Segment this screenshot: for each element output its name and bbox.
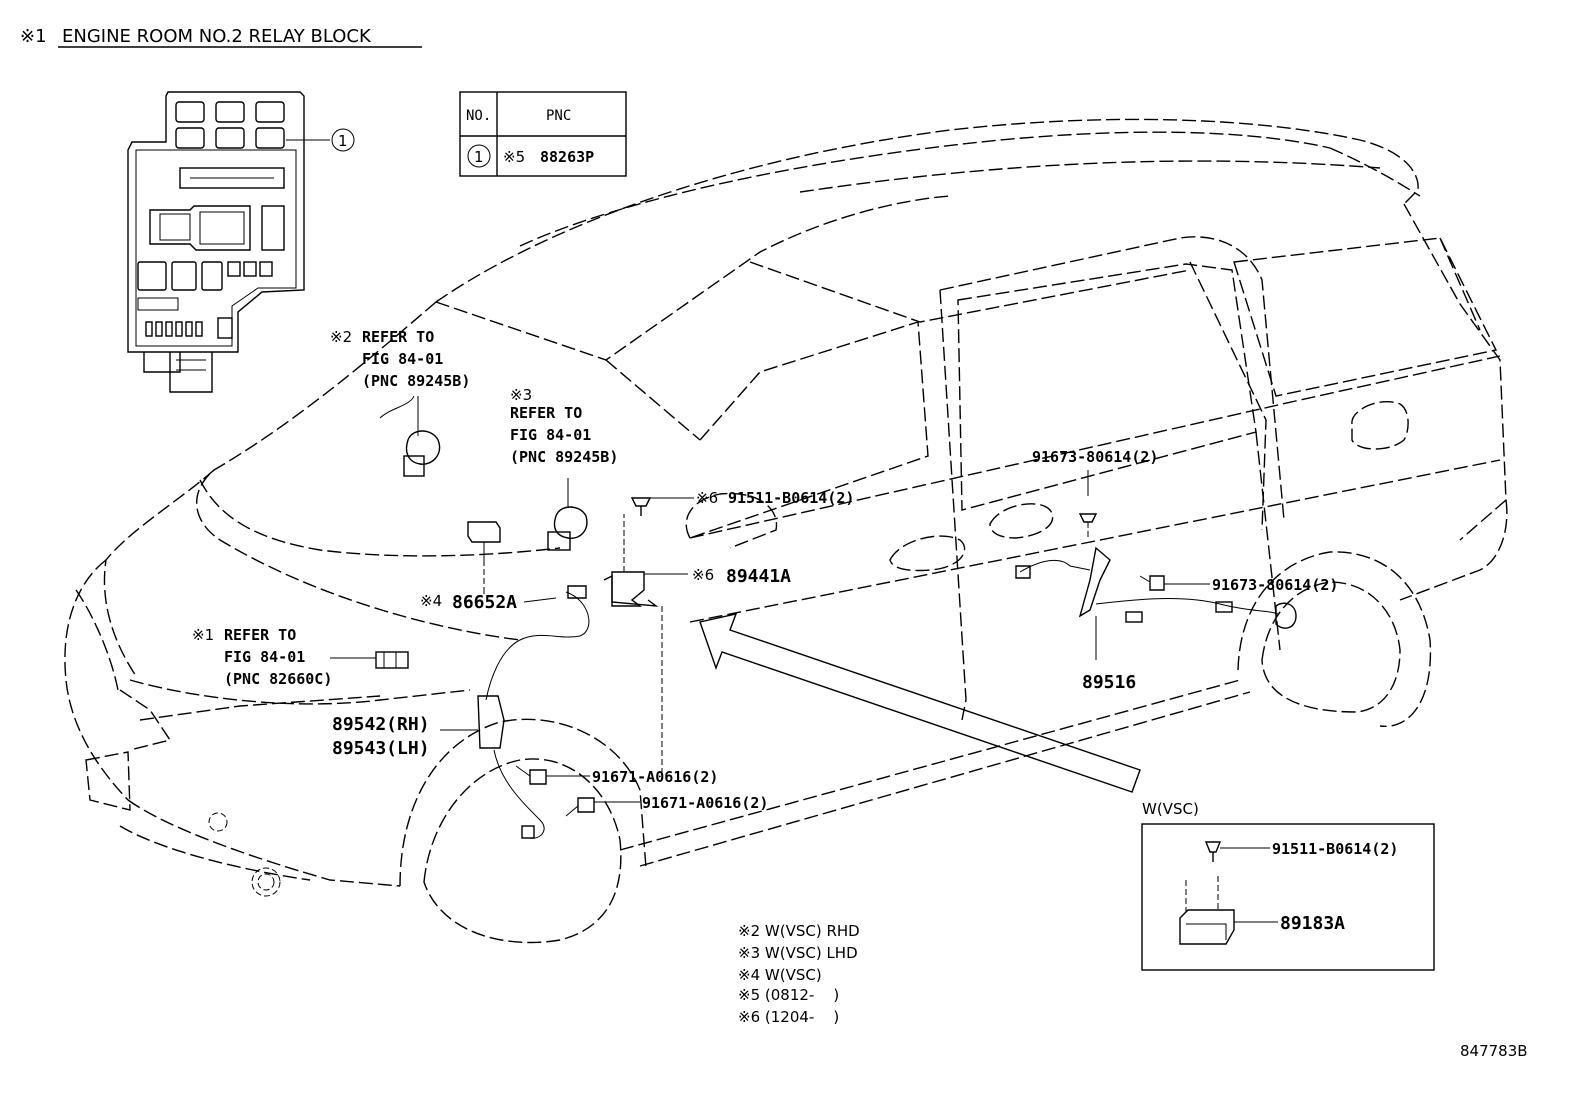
- svg-text:1: 1: [338, 132, 348, 150]
- svg-text:REFER TO: REFER TO: [224, 626, 296, 644]
- svg-text:※6: ※6: [696, 489, 718, 507]
- svg-text:86652A: 86652A: [452, 592, 517, 613]
- svg-text:89441A: 89441A: [726, 566, 791, 587]
- label-89542-rh: 89542(RH): [332, 714, 430, 735]
- svg-text:※5: ※5: [503, 148, 525, 166]
- note-4: ※4 W(VSC): [738, 966, 822, 984]
- label-89516: 89516: [1082, 672, 1136, 693]
- note-5: ※5 (0812- ): [738, 986, 839, 1004]
- svg-text:※1: ※1: [20, 26, 47, 47]
- ref-1-label: ※1 REFER TO FIG 84-01 (PNC 82660C): [192, 626, 332, 688]
- label-89441a: ※6 89441A: [692, 566, 791, 587]
- inset-arrow: [699, 613, 1141, 793]
- label-91671-a0616-upper: 91671-A0616(2): [592, 768, 718, 786]
- svg-text:(PNC 82660C): (PNC 82660C): [224, 670, 332, 688]
- label-89543-lh: 89543(LH): [332, 738, 430, 759]
- note-6: ※6 (1204- ): [738, 1008, 839, 1026]
- relay-block-title: ※1 ENGINE ROOM NO.2 RELAY BLOCK: [20, 26, 422, 48]
- svg-text:ENGINE ROOM NO.2 RELAY BLOCK: ENGINE ROOM NO.2 RELAY BLOCK: [62, 26, 372, 47]
- inset-part-label: 89183A: [1280, 913, 1345, 934]
- svg-text:1: 1: [474, 148, 484, 166]
- inset-bolt-label: 91511-B0614(2): [1272, 840, 1398, 858]
- label-86652a: ※4 86652A: [420, 592, 557, 613]
- label-91673-80614-right: 91673-80614(2): [1212, 576, 1338, 594]
- vsc-inset: W(VSC) 91511-B0614(2) 89183A: [1141, 800, 1435, 971]
- svg-text:(PNC 89245B): (PNC 89245B): [510, 448, 618, 466]
- figure-id: 847783B: [1460, 1042, 1528, 1060]
- svg-text:※6: ※6: [692, 566, 714, 584]
- svg-text:※1: ※1: [192, 626, 214, 644]
- svg-text:※3: ※3: [510, 386, 532, 404]
- svg-text:FIG 84-01: FIG 84-01: [224, 648, 305, 666]
- label-91671-a0616-lower: 91671-A0616(2): [642, 794, 768, 812]
- svg-text:W(VSC): W(VSC): [1142, 800, 1199, 818]
- note-2: ※2 W(VSC) RHD: [738, 922, 860, 940]
- svg-text:REFER TO: REFER TO: [510, 404, 582, 422]
- label-91511-b0614-main: ※6 91511-B0614(2): [696, 489, 854, 507]
- svg-text:REFER TO: REFER TO: [362, 328, 434, 346]
- note-3: ※3 W(VSC) LHD: [738, 944, 858, 962]
- callout-1: 1: [286, 128, 355, 152]
- svg-text:NO.: NO.: [466, 108, 491, 124]
- svg-text:91511-B0614(2): 91511-B0614(2): [728, 489, 854, 507]
- svg-text:※4: ※4: [420, 592, 442, 610]
- svg-text:※2: ※2: [330, 328, 352, 346]
- svg-text:88263P: 88263P: [540, 148, 594, 166]
- vehicle-outline: [64, 118, 1508, 944]
- svg-text:FIG 84-01: FIG 84-01: [510, 426, 591, 444]
- svg-text:PNC: PNC: [546, 108, 571, 124]
- label-91673-80614-top: 91673-80614(2): [1032, 448, 1158, 466]
- relay-block-drawing: [127, 91, 305, 393]
- ref-3-label: ※3 REFER TO FIG 84-01 (PNC 89245B): [510, 386, 618, 466]
- parts-drawings: [330, 395, 1297, 839]
- pnc-table: NO. PNC 1 ※5 88263P: [459, 91, 627, 177]
- ref-2-label: ※2 REFER TO FIG 84-01 (PNC 89245B): [330, 328, 470, 390]
- svg-text:(PNC 89245B): (PNC 89245B): [362, 372, 470, 390]
- footnotes: ※2 W(VSC) RHD ※3 W(VSC) LHD ※4 W(VSC) ※5…: [738, 922, 860, 1026]
- svg-text:FIG 84-01: FIG 84-01: [362, 350, 443, 368]
